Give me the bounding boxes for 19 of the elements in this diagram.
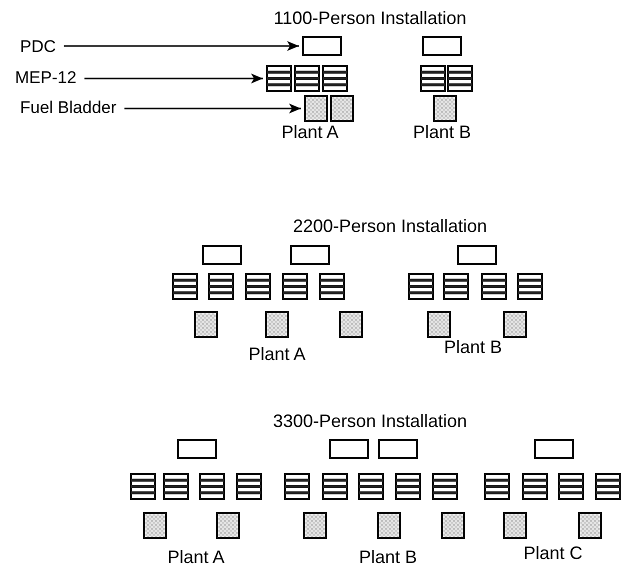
- plant-label: Plant C: [523, 543, 583, 563]
- distribution-center-icon: [302, 36, 342, 56]
- plant-label: Plant B: [444, 337, 502, 357]
- leader-label: Fuel Bladder: [20, 98, 116, 118]
- plant-label: Plant A: [167, 547, 225, 567]
- plant-label: Plant B: [358, 547, 418, 567]
- section-title: 2200-Person Installation: [292, 216, 488, 236]
- leader-label: PDC: [20, 37, 56, 57]
- plant-label: Plant B: [412, 122, 472, 142]
- leader-arrow: [124, 104, 301, 114]
- leader-label: MEP-12: [15, 68, 76, 88]
- plant-label: Plant A: [281, 122, 339, 142]
- fuel-bladder-icon: [304, 95, 328, 122]
- leader-arrow: [64, 41, 299, 51]
- generator-icon: [266, 65, 292, 92]
- section-title: 3300-Person Installation: [272, 411, 468, 431]
- plant-label: Plant A: [248, 344, 306, 364]
- section-title: 1100-Person Installation: [274, 8, 466, 28]
- leader-arrow: [84, 74, 263, 84]
